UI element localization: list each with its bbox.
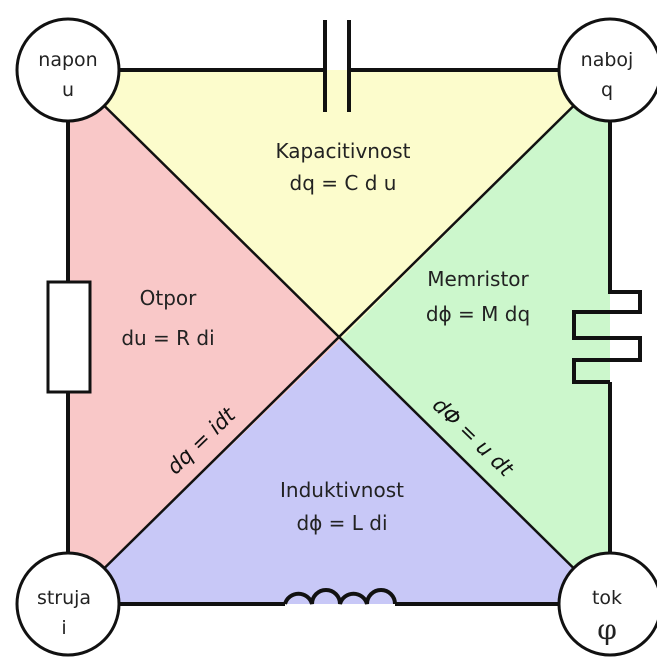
region-right (340, 70, 610, 604)
region-left (68, 70, 340, 604)
region-top-name: Kapacitivnost (276, 139, 411, 163)
region-right-name: Memristor (427, 267, 529, 291)
node-struja-circle (15, 551, 121, 657)
node-struja-name: struja (37, 587, 91, 609)
node-struja-symbol: i (61, 617, 66, 639)
node-napon-symbol: u (62, 79, 74, 101)
node-naboj-circle (557, 17, 657, 123)
region-bottom (68, 340, 610, 604)
node-naboj-name: naboj (581, 49, 634, 71)
region-bottom-formula: dϕ = L di (296, 511, 387, 535)
region-left-name: Otpor (140, 286, 198, 310)
node-napon-name: napon (38, 49, 97, 71)
region-bottom-name: Induktivnost (280, 478, 404, 502)
region-right-formula: dϕ = M dq (426, 302, 530, 326)
node-tok-name: tok (592, 587, 622, 609)
node-tok-circle (557, 551, 657, 657)
region-top (68, 70, 610, 340)
node-tok-symbol: φ (597, 613, 617, 646)
region-left-formula: du = R di (121, 326, 214, 350)
region-top-formula: dq = C d u (290, 171, 397, 195)
node-napon-circle (15, 17, 121, 123)
node-naboj-symbol: q (601, 79, 613, 101)
diagonal-bottom-left-to-top-right (67, 69, 611, 605)
